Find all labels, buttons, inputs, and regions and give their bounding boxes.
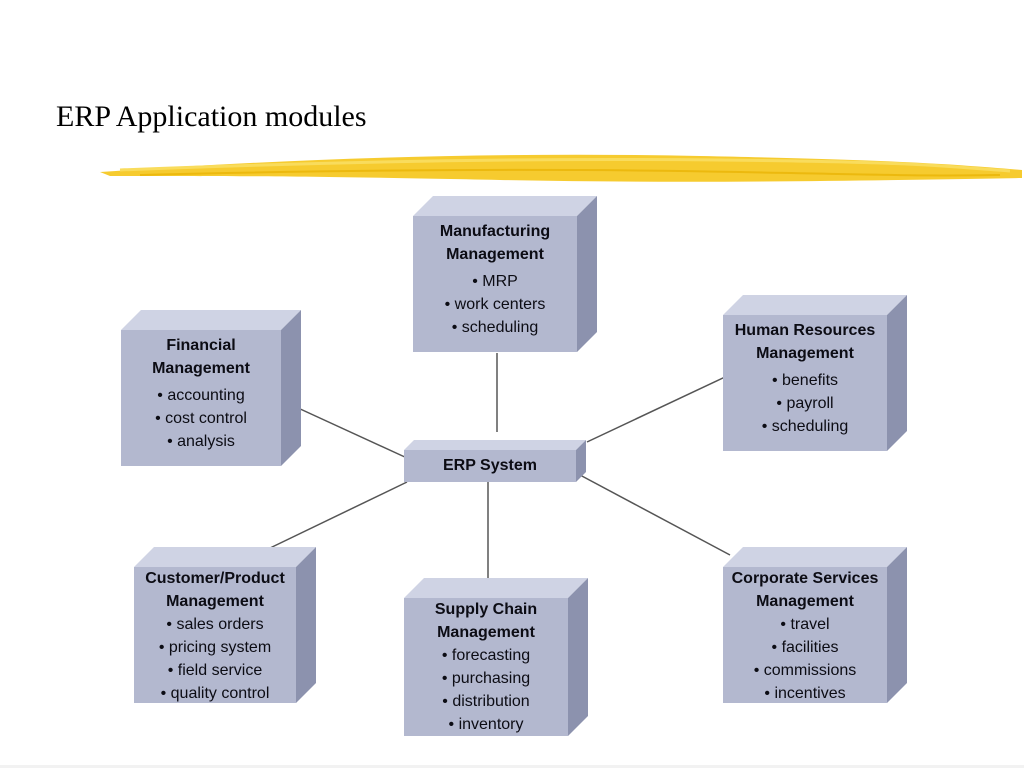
module-manufacturing: Manufacturing Management MRP work center… bbox=[413, 216, 577, 352]
list-item: field service bbox=[134, 659, 296, 682]
list-item: travel bbox=[723, 613, 887, 636]
module-item-list: forecasting purchasing distribution inve… bbox=[404, 644, 568, 736]
module-item-list: benefits payroll scheduling bbox=[723, 369, 887, 438]
erp-system-box: ERP System bbox=[404, 450, 576, 482]
module-title: Supply Chain Management bbox=[434, 601, 538, 641]
list-item: forecasting bbox=[404, 644, 568, 667]
module-item-list: travel facilities commissions incentives bbox=[723, 613, 887, 705]
list-item: scheduling bbox=[723, 415, 887, 438]
module-supply-chain: Supply Chain Management forecasting purc… bbox=[404, 598, 568, 736]
module-human-resources: Human Resources Management benefits payr… bbox=[723, 315, 887, 451]
connector-corporate-services bbox=[579, 474, 731, 556]
list-item: commissions bbox=[723, 659, 887, 682]
highlighter-underline bbox=[100, 154, 1022, 182]
module-title: Human Resources Management bbox=[734, 322, 876, 362]
list-item: MRP bbox=[413, 270, 577, 293]
list-item: analysis bbox=[121, 430, 281, 453]
list-item: accounting bbox=[121, 384, 281, 407]
list-item: inventory bbox=[404, 713, 568, 736]
module-customer-product: Customer/Product Management sales orders… bbox=[134, 567, 296, 703]
list-item: payroll bbox=[723, 392, 887, 415]
list-item: facilities bbox=[723, 636, 887, 659]
connector-customer-product bbox=[267, 481, 408, 550]
slide-title: ERP Application modules bbox=[56, 100, 367, 133]
erp-system-label: ERP System bbox=[443, 457, 537, 474]
module-title: Financial Management bbox=[152, 337, 250, 377]
module-item-list: MRP work centers scheduling bbox=[413, 270, 577, 339]
list-item: pricing system bbox=[134, 636, 296, 659]
list-item: incentives bbox=[723, 682, 887, 705]
footer-divider bbox=[0, 765, 1024, 768]
list-item: distribution bbox=[404, 690, 568, 713]
module-item-list: accounting cost control analysis bbox=[121, 384, 281, 453]
list-item: work centers bbox=[413, 293, 577, 316]
connector-human-resources bbox=[586, 376, 726, 443]
module-item-list: sales orders pricing system field servic… bbox=[134, 613, 296, 705]
list-item: purchasing bbox=[404, 667, 568, 690]
module-corporate-services: Corporate Services Management travel fac… bbox=[723, 567, 887, 703]
module-title: Customer/Product Management bbox=[145, 570, 285, 610]
list-item: quality control bbox=[134, 682, 296, 705]
module-title: Corporate Services Management bbox=[731, 570, 879, 610]
list-item: scheduling bbox=[413, 316, 577, 339]
module-financial: Financial Management accounting cost con… bbox=[121, 330, 281, 466]
module-title: Manufacturing Management bbox=[439, 223, 551, 263]
list-item: cost control bbox=[121, 407, 281, 430]
list-item: benefits bbox=[723, 369, 887, 392]
list-item: sales orders bbox=[134, 613, 296, 636]
connector-financial bbox=[284, 401, 408, 459]
